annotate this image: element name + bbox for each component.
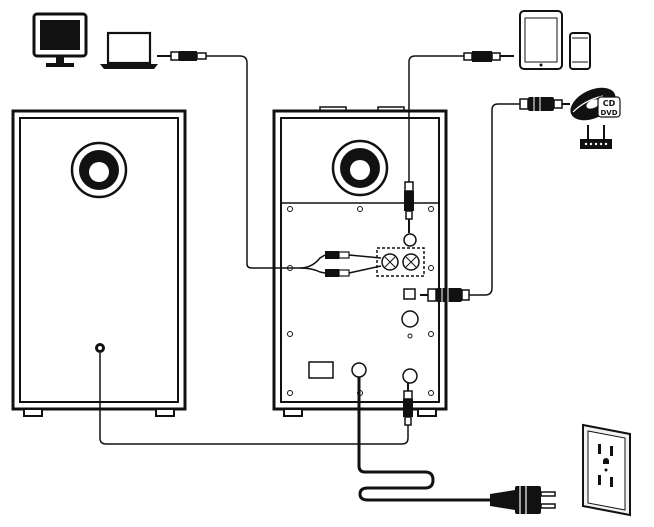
power-plug-icon bbox=[490, 486, 556, 514]
aux-plug-right bbox=[463, 51, 514, 62]
speaker-output-jack bbox=[402, 368, 418, 384]
aux-input-jack bbox=[403, 233, 417, 247]
laptop-icon bbox=[100, 31, 158, 69]
speaker-link-plug bbox=[403, 383, 413, 426]
aux-plug-vertical bbox=[404, 181, 414, 233]
cable-tablet-to-aux bbox=[408, 55, 464, 182]
tablet-icon bbox=[519, 10, 563, 70]
rca-plug-red bbox=[325, 251, 382, 259]
aux-plug-left bbox=[157, 51, 207, 61]
power-switch bbox=[308, 361, 334, 379]
router-icon bbox=[580, 125, 612, 149]
cable-laptop-to-rca bbox=[206, 55, 300, 269]
coax-plug-top bbox=[519, 97, 570, 111]
right-tweeter bbox=[331, 139, 389, 197]
volume-knob bbox=[401, 310, 419, 328]
wall-outlet-icon bbox=[582, 423, 631, 517]
cd-label: CD bbox=[603, 99, 616, 108]
rear-panel bbox=[281, 202, 439, 396]
monitor-icon bbox=[32, 12, 88, 67]
coax-plug-side bbox=[420, 288, 470, 302]
cable-disc-to-coax bbox=[468, 103, 520, 296]
power-socket bbox=[351, 362, 367, 378]
dvd-label: DVD bbox=[600, 109, 617, 117]
cd-dvd-disc-icon: CD DVD bbox=[570, 87, 621, 121]
cable-power-cord bbox=[357, 377, 490, 502]
cables bbox=[99, 55, 520, 502]
cable-speaker-link bbox=[99, 353, 409, 445]
optical-input-port bbox=[403, 288, 416, 300]
left-speaker bbox=[11, 109, 187, 417]
phone-icon bbox=[569, 32, 591, 70]
rca-plug-white bbox=[325, 265, 382, 277]
right-speaker bbox=[272, 106, 448, 417]
left-tweeter bbox=[70, 141, 128, 199]
rca-input-group bbox=[376, 247, 425, 277]
